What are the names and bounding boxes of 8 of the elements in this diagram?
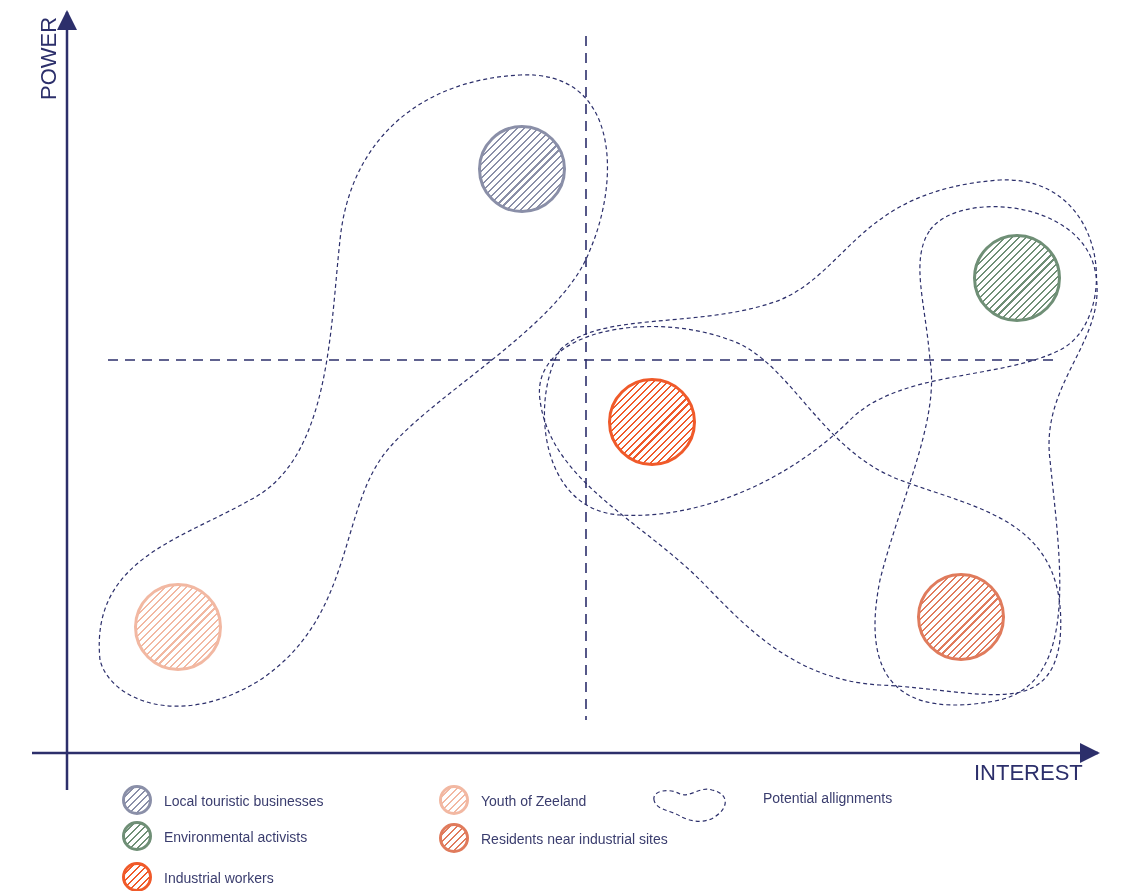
legend-label: Local touristic businesses: [164, 793, 324, 809]
legend-label: Environmental activists: [164, 829, 308, 845]
legend-label: Residents near industrial sites: [481, 831, 668, 847]
legend-label: Youth of Zeeland: [481, 793, 587, 809]
legend-label: Industrial workers: [164, 870, 274, 886]
axis-title: POWER: [36, 16, 62, 100]
legend-label: Potential allignments: [763, 790, 893, 806]
axis-title: INTEREST: [974, 760, 1083, 786]
